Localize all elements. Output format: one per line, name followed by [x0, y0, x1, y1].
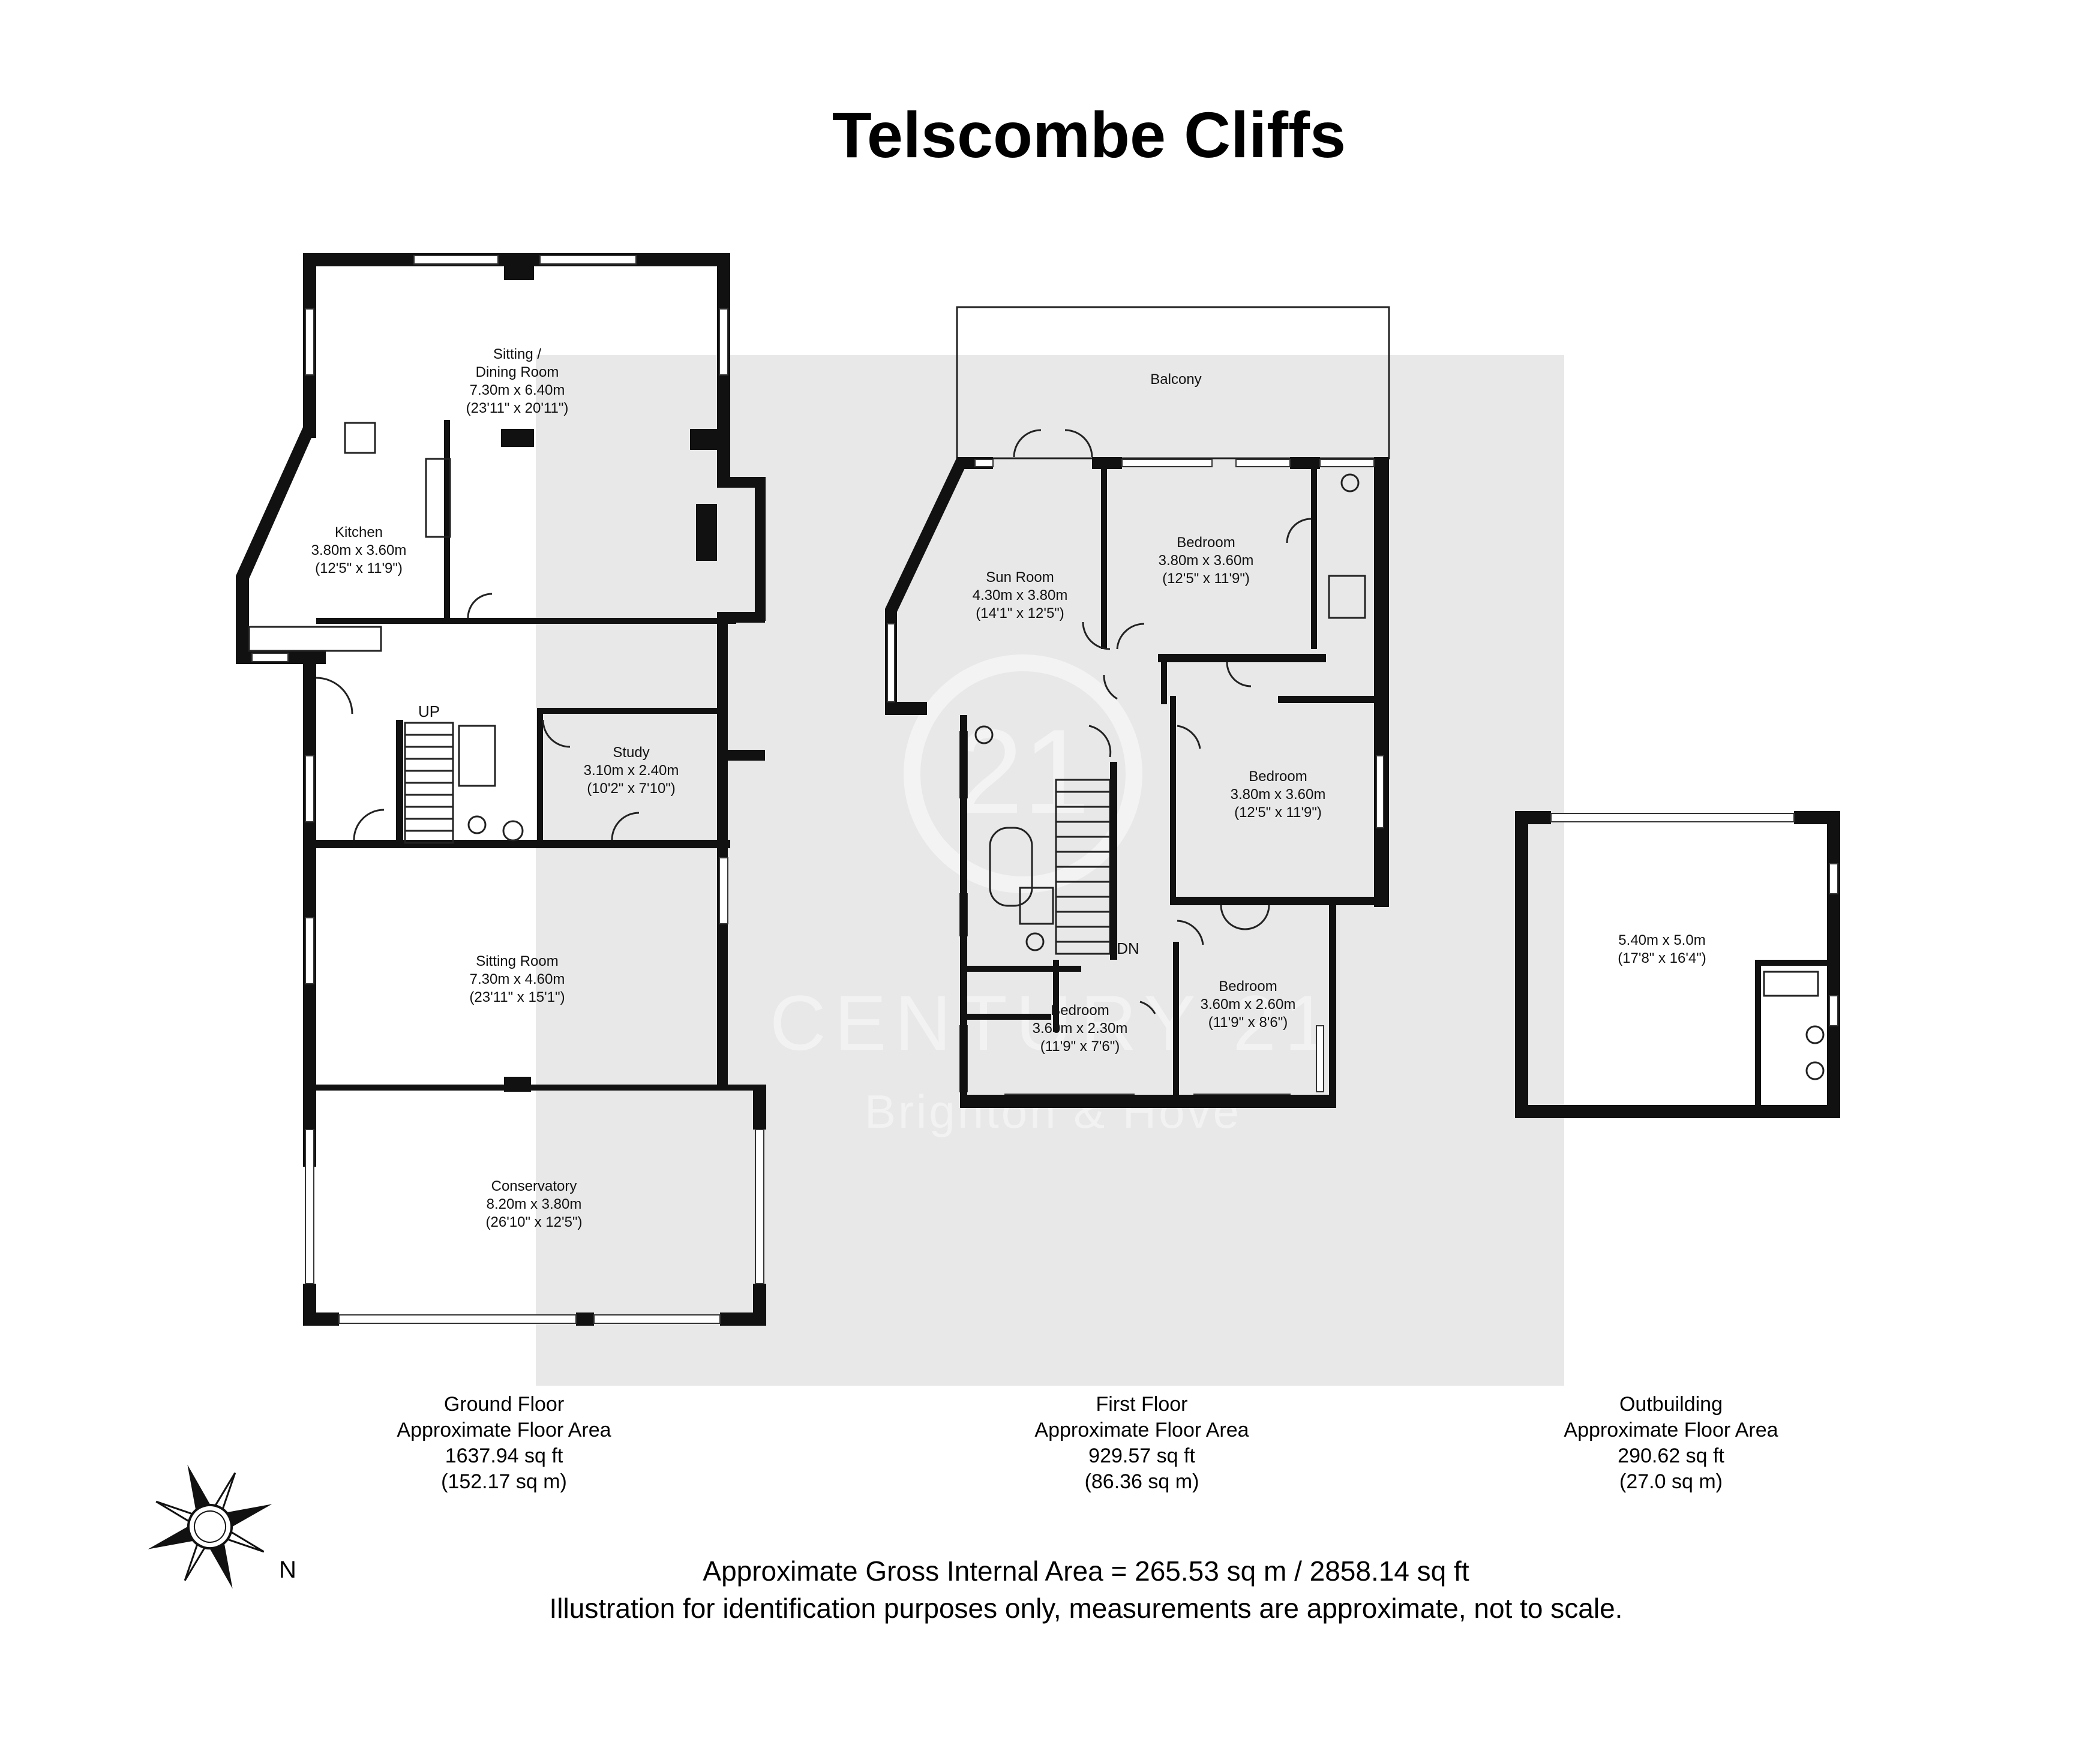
first-floor-plan — [885, 306, 1390, 1108]
room-sitting-dining: Sitting / Dining Room 7.30m x 6.40m (23'… — [466, 346, 569, 416]
svg-text:Sitting /: Sitting / — [493, 346, 541, 362]
svg-text:(12'5" x 11'9"): (12'5" x 11'9") — [1162, 570, 1250, 587]
svg-text:(23'11" x 15'1"): (23'11" x 15'1") — [469, 989, 565, 1005]
svg-text:8.20m x 3.80m: 8.20m x 3.80m — [487, 1196, 582, 1212]
svg-text:(152.17 sq m): (152.17 sq m) — [441, 1470, 567, 1493]
svg-text:Bedroom: Bedroom — [1177, 534, 1235, 551]
svg-text:Study: Study — [613, 744, 649, 761]
svg-text:929.57 sq ft: 929.57 sq ft — [1088, 1444, 1195, 1467]
page-title: Telscombe Cliffs — [832, 98, 1346, 171]
compass-north-label: N — [279, 1557, 296, 1583]
svg-text:Bedroom: Bedroom — [1051, 1002, 1109, 1019]
outbuilding-caption: Outbuilding Approximate Floor Area 290.6… — [1564, 1393, 1778, 1493]
watermark-panel — [536, 355, 1564, 1386]
svg-text:7.30m x 6.40m: 7.30m x 6.40m — [470, 382, 565, 398]
svg-text:(27.0 sq m): (27.0 sq m) — [1619, 1470, 1723, 1493]
svg-text:Kitchen: Kitchen — [335, 524, 383, 540]
svg-text:1637.94 sq ft: 1637.94 sq ft — [445, 1444, 563, 1467]
svg-text:Ground Floor: Ground Floor — [444, 1393, 564, 1416]
svg-text:(11'9" x 8'6"): (11'9" x 8'6") — [1208, 1014, 1288, 1031]
svg-text:4.30m x 3.80m: 4.30m x 3.80m — [973, 587, 1068, 603]
svg-text:3.80m x 3.60m: 3.80m x 3.60m — [1159, 552, 1254, 569]
room-bedroom-2: Bedroom 3.80m x 3.60m (12'5" x 11'9") — [1231, 768, 1326, 821]
svg-text:(86.36 sq m): (86.36 sq m) — [1085, 1470, 1199, 1493]
svg-text:Bedroom: Bedroom — [1249, 768, 1307, 785]
room-outbuilding: 5.40m x 5.0m (17'8" x 16'4") — [1618, 932, 1706, 966]
svg-text:290.62 sq ft: 290.62 sq ft — [1618, 1444, 1724, 1467]
compass-rose-icon — [148, 1464, 272, 1589]
room-bedroom-4: Bedroom 3.60m x 2.60m (11'9" x 8'6") — [1201, 978, 1296, 1031]
svg-text:7.30m x 4.60m: 7.30m x 4.60m — [470, 971, 565, 987]
outbuilding-plan — [1515, 811, 1840, 1118]
stairs-up-label: UP — [418, 702, 440, 720]
room-conservatory: Conservatory 8.20m x 3.80m (26'10" x 12'… — [486, 1178, 583, 1230]
svg-text:Outbuilding: Outbuilding — [1619, 1393, 1723, 1416]
ground-floor-plan — [236, 253, 766, 1326]
stairs-down-label: DN — [1117, 939, 1139, 957]
watermark-logo: 21 — [904, 654, 1142, 893]
room-bedroom-3: Bedroom 3.60m x 2.30m (11'9" x 7'6") — [1033, 1002, 1128, 1055]
room-sitting-room: Sitting Room 7.30m x 4.60m (23'11" x 15'… — [469, 953, 565, 1005]
svg-text:(26'10" x 12'5"): (26'10" x 12'5") — [486, 1214, 583, 1230]
ground-floor-caption: Ground Floor Approximate Floor Area 1637… — [397, 1393, 611, 1493]
gross-area-text: Approximate Gross Internal Area = 265.53… — [703, 1555, 1469, 1587]
svg-text:Approximate Floor Area: Approximate Floor Area — [1564, 1419, 1778, 1441]
first-floor-caption: First Floor Approximate Floor Area 929.5… — [1034, 1393, 1249, 1493]
svg-text:First Floor: First Floor — [1096, 1393, 1188, 1416]
watermark-office: Brighton & Hove — [865, 1085, 1241, 1138]
svg-text:3.60m x 2.60m: 3.60m x 2.60m — [1201, 996, 1296, 1013]
svg-text:(10'2" x 7'10"): (10'2" x 7'10") — [587, 780, 676, 797]
watermark-brand: CENTURY 21 — [770, 979, 1336, 1067]
svg-text:Sun Room: Sun Room — [986, 569, 1054, 585]
svg-text:(23'11" x 20'11"): (23'11" x 20'11") — [466, 400, 569, 416]
disclaimer-text: Illustration for identification purposes… — [550, 1593, 1623, 1624]
svg-text:(17'8" x 16'4"): (17'8" x 16'4") — [1618, 950, 1706, 966]
svg-text:5.40m x 5.0m: 5.40m x 5.0m — [1618, 932, 1705, 948]
svg-text:3.80m x 3.60m: 3.80m x 3.60m — [1231, 786, 1326, 803]
svg-text:3.80m x 3.60m: 3.80m x 3.60m — [311, 542, 407, 558]
svg-text:3.60m x 2.30m: 3.60m x 2.30m — [1033, 1020, 1128, 1037]
svg-text:Bedroom: Bedroom — [1219, 978, 1277, 995]
svg-text:3.10m x 2.40m: 3.10m x 2.40m — [584, 762, 679, 779]
svg-text:Dining Room: Dining Room — [476, 364, 559, 380]
svg-text:(11'9" x 7'6"): (11'9" x 7'6") — [1040, 1038, 1120, 1055]
svg-text:Sitting Room: Sitting Room — [476, 953, 558, 969]
room-study: Study 3.10m x 2.40m (10'2" x 7'10") — [584, 744, 679, 797]
svg-text:(12'5" x 11'9"): (12'5" x 11'9") — [1234, 804, 1322, 821]
room-balcony: Balcony — [1150, 371, 1201, 388]
room-sun-room: Sun Room 4.30m x 3.80m (14'1" x 12'5") — [973, 569, 1068, 621]
room-kitchen: Kitchen 3.80m x 3.60m (12'5" x 11'9") — [311, 524, 407, 576]
svg-text:(14'1" x 12'5"): (14'1" x 12'5") — [976, 605, 1064, 621]
svg-text:Conservatory: Conservatory — [491, 1178, 577, 1194]
svg-text:Approximate Floor Area: Approximate Floor Area — [397, 1419, 611, 1441]
room-bedroom-1: Bedroom 3.80m x 3.60m (12'5" x 11'9") — [1159, 534, 1254, 587]
svg-text:Approximate Floor Area: Approximate Floor Area — [1034, 1419, 1249, 1441]
watermark-logo-text: 21 — [956, 705, 1090, 839]
svg-text:(12'5" x 11'9"): (12'5" x 11'9") — [315, 560, 403, 576]
